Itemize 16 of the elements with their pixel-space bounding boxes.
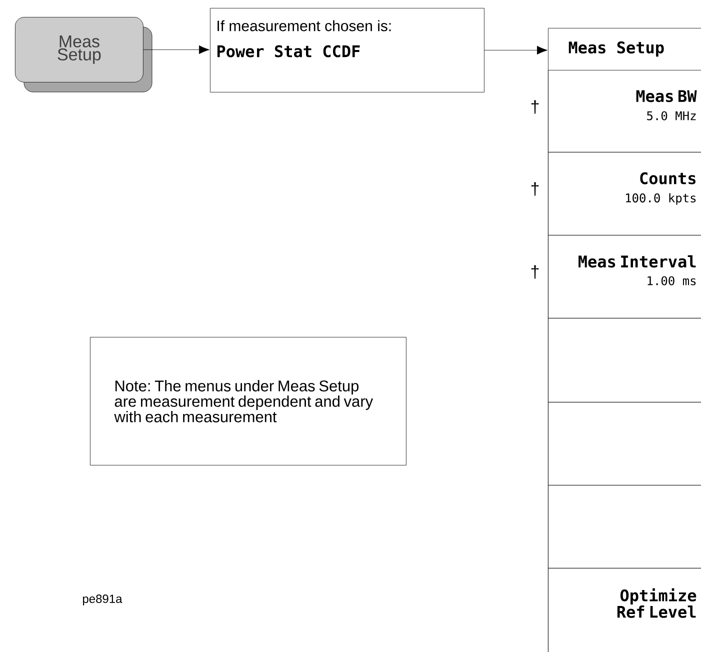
- hardkey: Meas Setup: [15, 17, 152, 92]
- softkey: Meas BW 5.0 MHz: [548, 70, 701, 152]
- arrow: [143, 45, 210, 54]
- note-box: Note: The menus under Meas Setup are measurement dependent and vary with each measurement: [90, 337, 406, 466]
- arrow: [484, 46, 548, 55]
- figure-code: pe891a: [82, 594, 122, 606]
- dagger-mark: †: [531, 100, 539, 114]
- softkey: Optimize Ref Level: [548, 568, 701, 652]
- dagger-mark: †: [531, 265, 539, 279]
- blank-softkey: [548, 318, 701, 402]
- condition-box: If measurement chosen is: Power Stat CCDF: [210, 8, 484, 92]
- blank-softkey: [548, 485, 701, 568]
- dagger-mark: †: [531, 182, 539, 196]
- softkey: Meas Interval 1.00 ms: [548, 235, 701, 318]
- softkey: Counts 100.0 kpts: [548, 152, 701, 236]
- blank-softkey: [548, 402, 701, 486]
